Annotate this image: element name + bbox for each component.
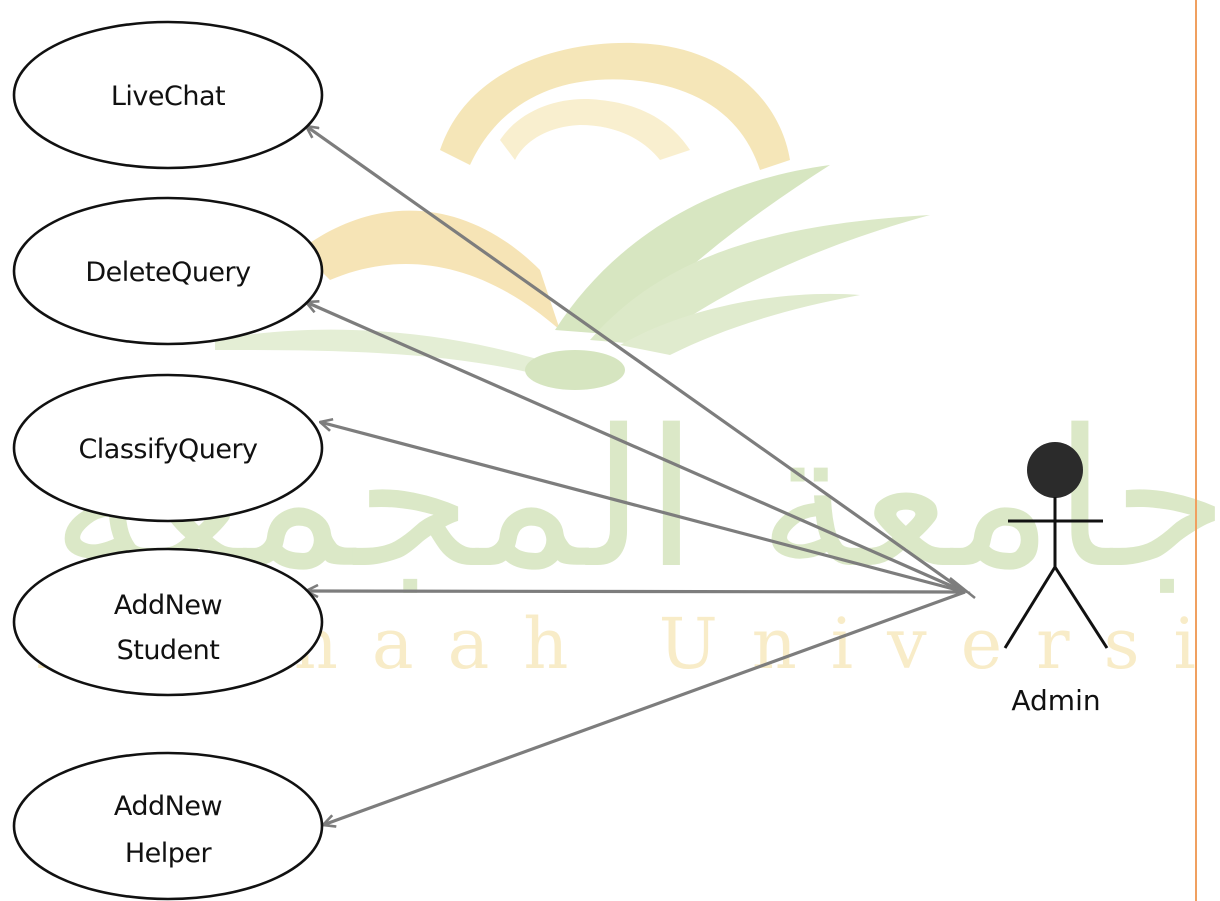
association-delete-query[interactable] <box>306 302 966 594</box>
use-case-label: ClassifyQuery <box>78 434 258 465</box>
use-case-label: LiveChat <box>111 81 225 112</box>
actor-right-leg <box>1053 566 1109 649</box>
use-case-add-new-helper[interactable]: AddNew Helper <box>12 751 324 901</box>
use-case-label: DeleteQuery <box>85 257 251 288</box>
use-case-label-line-1: AddNew <box>114 590 222 621</box>
association-classify-query[interactable] <box>320 422 966 594</box>
actor-left-leg <box>1003 566 1057 649</box>
association-add-new-student[interactable] <box>306 591 966 592</box>
association-tail-mark <box>949 577 976 599</box>
use-case-add-new-student[interactable]: AddNew Student <box>12 547 324 697</box>
use-case-label-line-2: Helper <box>125 838 213 869</box>
use-case-live-chat[interactable]: LiveChat <box>12 20 324 170</box>
use-case-delete-query[interactable]: DeleteQuery <box>12 196 324 346</box>
association-add-new-helper[interactable] <box>323 590 966 825</box>
actor-label: Admin <box>1011 684 1100 717</box>
use-case-label-line-2: Student <box>117 635 220 666</box>
use-case-label-line-1: AddNew <box>114 791 222 822</box>
associations <box>306 126 976 825</box>
use-case-classify-query[interactable]: ClassifyQuery <box>12 373 324 523</box>
association-live-chat[interactable] <box>306 126 966 594</box>
actor-admin[interactable]: Admin <box>1003 442 1109 717</box>
actor-head-icon <box>1027 442 1083 498</box>
